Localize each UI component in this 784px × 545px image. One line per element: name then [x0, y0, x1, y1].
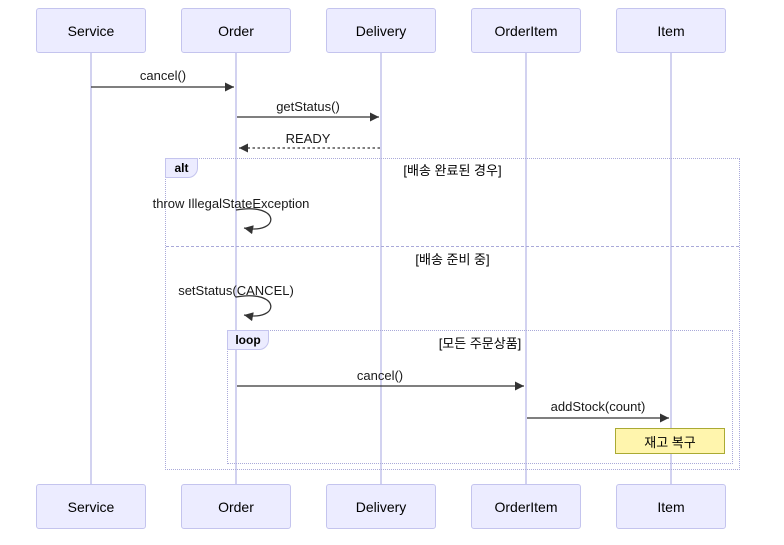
arrow-selfloop-setstatus	[235, 295, 272, 322]
loop-operator-label: loop	[235, 333, 261, 347]
message-label-ready: READY	[285, 131, 331, 146]
participant-service-top: Service	[36, 8, 146, 53]
alt-operator-label: alt	[174, 161, 189, 175]
participant-item-bottom: Item	[616, 484, 726, 529]
participant-delivery-bottom: Delivery	[326, 484, 436, 529]
alt-frame	[165, 158, 740, 470]
loop-guard: [모든 주문상품]	[438, 336, 522, 351]
message-label-cancel2: cancel()	[356, 368, 404, 383]
alt-divider	[166, 246, 739, 247]
participant-orderitem-top: OrderItem	[471, 8, 581, 53]
arrow-selfloop-throw-exception	[235, 208, 272, 235]
loop-frame	[227, 330, 733, 464]
note-stock-recovery: 재고 복구	[615, 428, 725, 454]
loop-operator-tab: loop	[227, 330, 269, 350]
message-label-throw-exception: throw IllegalStateException	[152, 196, 310, 211]
lifeline-item	[670, 53, 672, 484]
participant-order-top: Order	[181, 8, 291, 53]
message-label-getstatus: getStatus()	[276, 99, 340, 114]
participant-item-top: Item	[616, 8, 726, 53]
alt-operator-tab: alt	[165, 158, 198, 178]
participant-service-bottom: Service	[36, 484, 146, 529]
lifeline-orderitem	[525, 53, 527, 484]
alt-guard-completed: [배송 완료된 경우]	[403, 163, 502, 178]
lifeline-service	[90, 53, 92, 484]
message-label-setstatus: setStatus(CANCEL)	[178, 283, 294, 298]
lifeline-delivery	[380, 53, 382, 484]
lifeline-order	[235, 53, 237, 484]
participant-order-bottom: Order	[181, 484, 291, 529]
message-label-addstock: addStock(count)	[550, 399, 646, 414]
alt-guard-preparing: [배송 준비 중]	[415, 252, 490, 267]
participant-orderitem-bottom: OrderItem	[471, 484, 581, 529]
participant-delivery-top: Delivery	[326, 8, 436, 53]
message-label-cancel1: cancel()	[139, 68, 187, 83]
